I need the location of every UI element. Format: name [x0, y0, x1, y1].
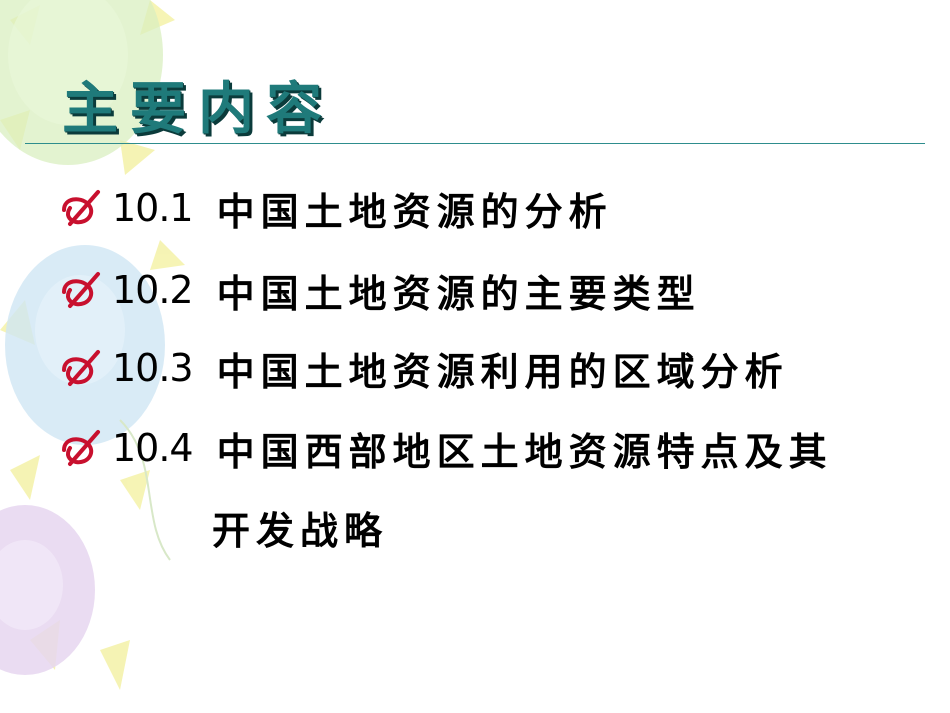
item-number: 10.1	[112, 186, 194, 230]
item-number: 10.4	[112, 426, 194, 470]
item-text: 中国土地资源的主要类型	[216, 271, 701, 316]
slide-title: 主要内容	[62, 77, 334, 142]
item-number: 10.2	[112, 268, 194, 312]
crossed-circle-bullet-icon	[62, 272, 100, 308]
title-divider	[25, 143, 925, 144]
crossed-circle-bullet-icon	[62, 190, 100, 226]
item-text: 中国西部地区土地资源特点及其	[216, 429, 833, 474]
item-continuation-text: 开发战略	[212, 509, 389, 553]
item-text: 中国土地资源利用的区域分析	[216, 349, 789, 394]
list-item: 10.4 中国西部地区土地资源特点及其	[58, 420, 833, 476]
list-item: 10.3 中国土地资源利用的区域分析	[58, 340, 789, 396]
item-number: 10.3	[112, 346, 194, 390]
crossed-circle-bullet-icon	[62, 430, 100, 466]
list-item: 10.1 中国土地资源的分析	[58, 180, 613, 236]
crossed-circle-bullet-icon	[62, 350, 100, 386]
item-text: 中国土地资源的分析	[216, 189, 613, 234]
list-item: 10.2 中国土地资源的主要类型	[58, 262, 701, 318]
